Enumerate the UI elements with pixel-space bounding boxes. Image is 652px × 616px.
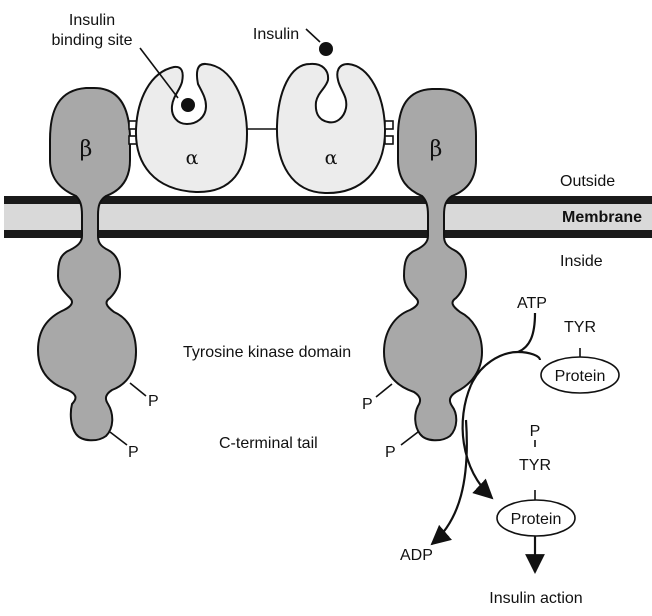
membrane-inner-border (4, 230, 652, 238)
beta-subunit-right (382, 88, 484, 442)
label-tyr-substrate: TYR (564, 319, 596, 336)
alpha-subunit-left (134, 62, 249, 194)
label-inside: Inside (560, 253, 603, 270)
phospho-right-upper-line (375, 383, 393, 398)
membrane-band (4, 203, 652, 231)
label-protein-product: Protein (511, 511, 562, 528)
beta-left-label: β (80, 137, 93, 162)
membrane-outer-border (4, 196, 652, 204)
alpha-left-label: α (186, 147, 199, 169)
label-insulin-action: Insulin action (489, 590, 582, 607)
label-phospho-left-lower: P (128, 444, 139, 461)
free-insulin-molecule (319, 42, 333, 56)
label-adp: ADP (400, 547, 433, 564)
disulfide-bonds-right (384, 120, 394, 145)
label-membrane: Membrane (562, 209, 642, 226)
bound-insulin-molecule (181, 98, 195, 112)
phospho-left-lower-line (109, 431, 128, 446)
alpha-subunit-right (275, 62, 387, 195)
label-outside: Outside (560, 173, 615, 190)
label-atp: ATP (517, 295, 547, 312)
label-tyr-product: TYR (519, 457, 551, 474)
label-insulin-binding-site-2: binding site (52, 32, 133, 49)
phosphorylation-reaction (430, 312, 542, 546)
label-c-terminal-tail: C-terminal tail (219, 435, 318, 452)
label-phospho-left-upper: P (148, 393, 159, 410)
binding-site-pointer-line (139, 47, 179, 99)
phospho-right-lower-line (400, 431, 419, 446)
label-phospho-right-lower: P (385, 444, 396, 461)
label-phospho-product: P (530, 423, 541, 440)
beta-subunit-left (36, 87, 138, 442)
label-tyrosine-kinase-domain: Tyrosine kinase domain (183, 344, 351, 361)
beta-right-label: β (430, 137, 443, 162)
label-insulin: Insulin (253, 26, 299, 43)
label-protein-substrate: Protein (555, 368, 606, 385)
arrow-to-adp (430, 419, 468, 546)
alpha-right-label: α (325, 147, 338, 169)
label-insulin-binding-site-1: Insulin (69, 12, 115, 29)
label-phospho-right-upper: P (362, 396, 373, 413)
cell-membrane (4, 196, 652, 238)
arrow-to-phosphorylated-protein (461, 384, 494, 500)
reaction-arc-top (469, 350, 542, 386)
phospho-left-upper-line (129, 382, 147, 397)
insulin-pointer-line (305, 28, 321, 43)
atp-stem-line (517, 312, 537, 354)
